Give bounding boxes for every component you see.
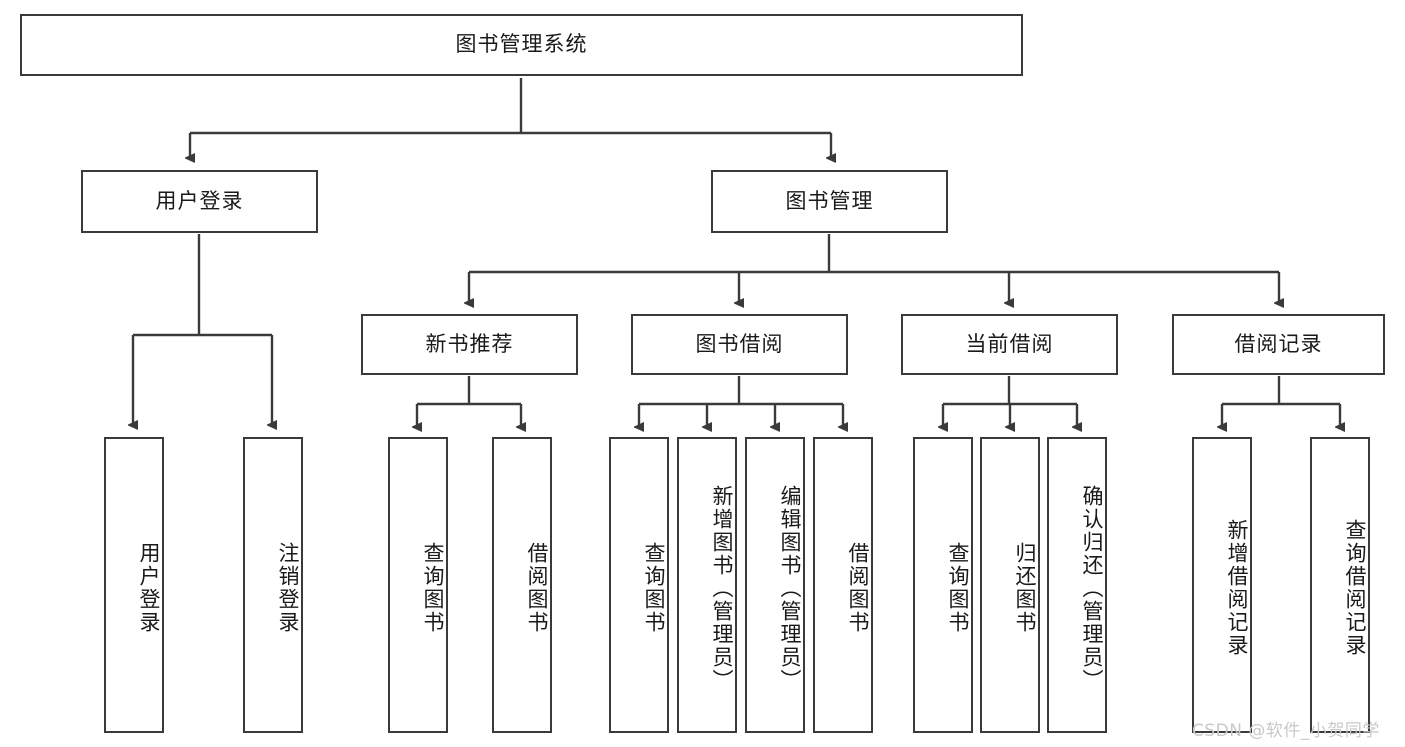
leaf-label: 查询借阅记录 [1343,519,1367,657]
leaf-user-login-login: 用户登录 [104,437,164,733]
leaf-label: 编辑图书（管理员） [778,484,802,692]
node-root-system: 图书管理系统 [20,14,1023,76]
leaf-current-return: 归还图书 [980,437,1040,733]
leaf-new-book-borrow: 借阅图书 [492,437,552,733]
leaf-label: 用户登录 [137,542,161,634]
leaf-records-add: 新增借阅记录 [1192,437,1252,733]
leaf-label: 查询图书 [946,542,970,634]
leaf-label: 借阅图书 [846,542,870,634]
leaf-records-query: 查询借阅记录 [1310,437,1370,733]
leaf-label: 借阅图书 [525,542,549,634]
leaf-borrow-edit-book-admin: 编辑图书（管理员） [745,437,805,733]
leaf-user-login-logout: 注销登录 [243,437,303,733]
leaf-current-confirm-return-admin: 确认归还（管理员） [1047,437,1107,733]
node-new-book-recommend: 新书推荐 [361,314,578,375]
leaf-new-book-query: 查询图书 [388,437,448,733]
node-current-borrow: 当前借阅 [901,314,1118,375]
leaf-label: 查询图书 [421,542,445,634]
leaf-borrow-borrow-book: 借阅图书 [813,437,873,733]
leaf-label: 注销登录 [276,542,300,634]
leaf-label: 新增图书（管理员） [710,484,734,692]
node-user-login: 用户登录 [81,170,318,233]
node-borrow-records: 借阅记录 [1172,314,1385,375]
node-book-borrow: 图书借阅 [631,314,848,375]
csdn-watermark: CSDN @软件_小贺同学 [1192,721,1380,741]
node-book-management: 图书管理 [711,170,948,233]
leaf-label: 查询图书 [642,542,666,634]
leaf-current-query: 查询图书 [913,437,973,733]
leaf-borrow-add-book-admin: 新增图书（管理员） [677,437,737,733]
leaf-label: 归还图书 [1013,542,1037,634]
leaf-label: 确认归还（管理员） [1080,484,1104,692]
leaf-label: 新增借阅记录 [1225,519,1249,657]
leaf-borrow-query: 查询图书 [609,437,669,733]
